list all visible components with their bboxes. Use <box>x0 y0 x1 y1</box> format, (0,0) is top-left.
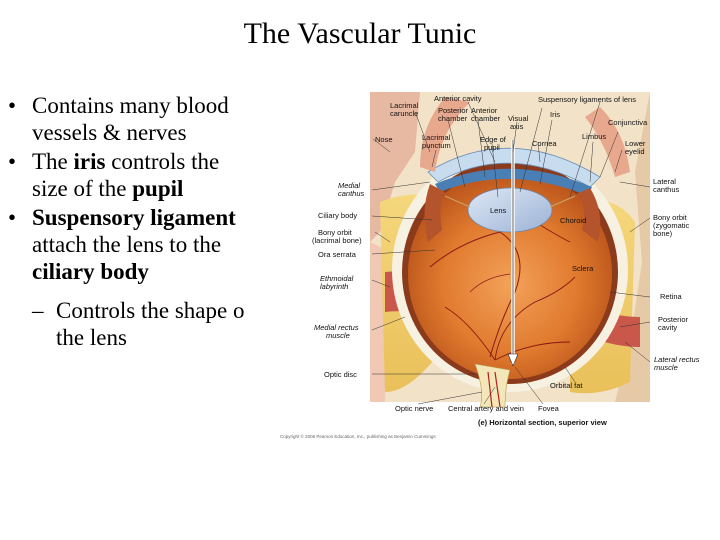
label-conjunctiva: Conjunctiva <box>608 118 648 127</box>
label-posterior-cavity: Posterior <box>658 315 689 324</box>
bullet-line: attach the lens to the <box>32 232 222 257</box>
label-lens: Lens <box>490 206 507 215</box>
label-posterior-cavity: cavity <box>658 323 677 332</box>
figure-labels: Lacrimal caruncle Anterior cavity Poster… <box>280 94 700 439</box>
bullet-line: The iris controls the <box>32 149 220 174</box>
label-edge-of-pupil: pupil <box>484 143 500 152</box>
label-medial-rectus: Medial rectus <box>314 323 359 332</box>
optic-nerve <box>474 363 511 408</box>
eye-illustration: Lacrimal caruncle Anterior cavity Poster… <box>280 92 700 439</box>
bullet-dot: • <box>8 149 17 174</box>
eyeball <box>392 148 628 392</box>
label-limbus: Limbus <box>582 132 606 141</box>
label-bony-orbit-zygomatic: (zygomatic <box>653 221 690 230</box>
label-posterior-chamber: chamber <box>438 114 468 123</box>
label-choroid: Choroid <box>560 216 586 225</box>
label-lower-eyelid: Lower <box>625 139 646 148</box>
label-fovea: Fovea <box>538 404 560 413</box>
label-ethmoidal-labyrinth: labyrinth <box>320 282 348 291</box>
bullet-item: • Suspensory ligament attach the lens to… <box>8 204 298 285</box>
bold-term-suspensory-ligament: Suspensory ligament <box>32 205 236 230</box>
sub-bullet-line: the lens <box>56 325 127 350</box>
bold-term-pupil: pupil <box>132 176 184 201</box>
label-nose: Nose <box>375 135 393 144</box>
label-visual-axis: axis <box>510 122 524 131</box>
label-anterior-chamber: Anterior <box>471 106 498 115</box>
figure-copyright: Copyright © 2006 Pearson Education, Inc.… <box>280 433 436 439</box>
bullet-line: vessels & nerves <box>32 120 187 145</box>
leader-lines <box>371 101 651 405</box>
label-lacrimal-caruncle: Lacrimal <box>390 101 419 110</box>
bullet-dot: • <box>8 205 17 230</box>
slide-title: The Vascular Tunic <box>243 17 477 50</box>
label-cornea: Cornea <box>532 139 557 148</box>
label-optic-disc: Optic disc <box>324 370 357 379</box>
label-suspensory-ligaments: Suspensory ligaments of lens <box>538 95 636 104</box>
label-ora-serrata: Ora serrata <box>318 250 357 259</box>
label-lateral-rectus: Lateral rectus <box>654 355 700 364</box>
label-edge-of-pupil: Edge of <box>480 135 507 144</box>
label-medial-canthus: Medial <box>338 181 360 190</box>
label-lacrimal-punctum: punctum <box>422 141 451 150</box>
bullet-list: • Contains many blood vessels & nerves •… <box>8 92 298 351</box>
label-retina: Retina <box>660 292 683 301</box>
label-visual-axis: Visual <box>508 114 529 123</box>
label-lower-eyelid: eyelid <box>625 147 645 156</box>
label-ciliary-body: Ciliary body <box>318 211 357 220</box>
label-anterior-chamber: chamber <box>471 114 501 123</box>
label-orbital-fat: Orbital fat <box>550 381 583 390</box>
bullet-line: Contains many blood <box>32 93 229 118</box>
label-optic-nerve: Optic nerve <box>395 404 433 413</box>
bullet-line: size of the pupil <box>32 176 184 201</box>
label-bony-orbit-zygomatic: bone) <box>653 229 673 238</box>
bullet-line: ciliary body <box>32 258 298 285</box>
sub-bullet: – Controls the shape o the lens <box>8 297 298 351</box>
label-medial-rectus: muscle <box>326 331 350 340</box>
label-lateral-canthus: Lateral <box>653 177 676 186</box>
label-ethmoidal-labyrinth: Ethmoidal <box>320 274 354 283</box>
bold-term-ciliary-body: ciliary body <box>32 259 149 284</box>
label-central-artery-vein: Central artery and vein <box>448 404 524 413</box>
label-sclera: Sclera <box>572 264 594 273</box>
label-bony-orbit-zygomatic: Bony orbit <box>653 213 688 222</box>
sub-bullet-line: Controls the shape o <box>56 298 245 323</box>
figure-caption: (e) Horizontal section, superior view <box>478 418 607 427</box>
label-medial-canthus: canthus <box>338 189 365 198</box>
eye-anatomy-figure: Lacrimal caruncle Anterior cavity Poster… <box>270 92 720 452</box>
label-bony-orbit-lacrimal: (lacrimal bone) <box>312 236 362 245</box>
label-lateral-rectus: muscle <box>654 363 678 372</box>
label-lacrimal-punctum: Lacrimal <box>422 133 451 142</box>
visual-axis <box>507 140 519 367</box>
label-lateral-canthus: canthus <box>653 185 680 194</box>
label-iris: Iris <box>550 110 560 119</box>
label-posterior-chamber: Posterior <box>438 106 469 115</box>
bullet-item: • The iris controls the size of the pupi… <box>8 148 298 202</box>
bold-term-iris: iris <box>73 149 106 174</box>
label-bony-orbit-lacrimal: Bony orbit <box>318 228 353 237</box>
label-anterior-cavity: Anterior cavity <box>434 94 482 103</box>
label-lacrimal-caruncle: caruncle <box>390 109 418 118</box>
sub-bullet-dash: – <box>32 298 44 323</box>
bullet-item: • Contains many blood vessels & nerves <box>8 92 298 146</box>
bullet-dot: • <box>8 93 17 118</box>
bullet-line: Suspensory ligament <box>32 204 298 231</box>
